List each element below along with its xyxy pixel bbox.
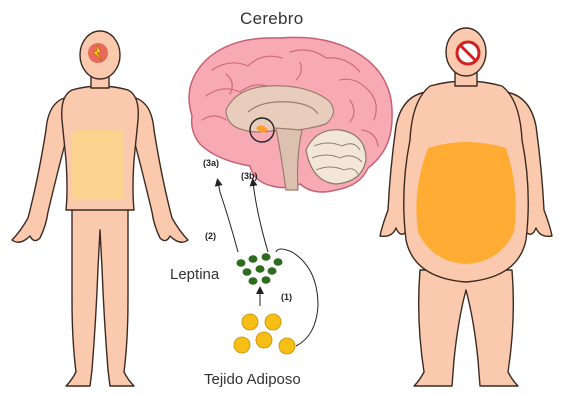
leptin-dot xyxy=(262,253,271,261)
arrow-2-3a xyxy=(218,182,238,252)
step-3b-label: (3b) xyxy=(241,171,258,181)
arrow-3b xyxy=(253,182,268,252)
lightning-icon xyxy=(88,43,108,63)
adipocyte xyxy=(234,337,250,353)
leptin-dot xyxy=(274,258,283,266)
adipocyte xyxy=(279,338,295,354)
adipocyte xyxy=(265,314,281,330)
leptin-dot xyxy=(249,277,258,285)
adipocyte xyxy=(256,332,272,348)
step-3a-label: (3a) xyxy=(203,158,219,168)
obese-fat-area xyxy=(416,142,515,264)
adipocytes xyxy=(234,314,295,354)
leptin-dot xyxy=(262,276,271,284)
leptin-dot xyxy=(237,259,246,267)
step-1-label: (1) xyxy=(281,292,292,302)
no-entry-icon xyxy=(457,42,479,64)
lean-fat-area xyxy=(72,130,124,200)
adipocyte xyxy=(242,314,258,330)
leptin-dot xyxy=(268,267,277,275)
step-2-label: (2) xyxy=(205,231,216,241)
leptin-label: Leptina xyxy=(170,266,219,283)
leptin-dot xyxy=(249,255,258,263)
brain-label: Cerebro xyxy=(240,9,304,29)
leptin-dot xyxy=(256,265,265,273)
adipose-label: Tejido Adiposo xyxy=(204,371,301,388)
leptin-molecules xyxy=(237,253,283,285)
leptin-dot xyxy=(243,268,252,276)
brain xyxy=(189,37,392,192)
lean-person xyxy=(12,31,188,386)
